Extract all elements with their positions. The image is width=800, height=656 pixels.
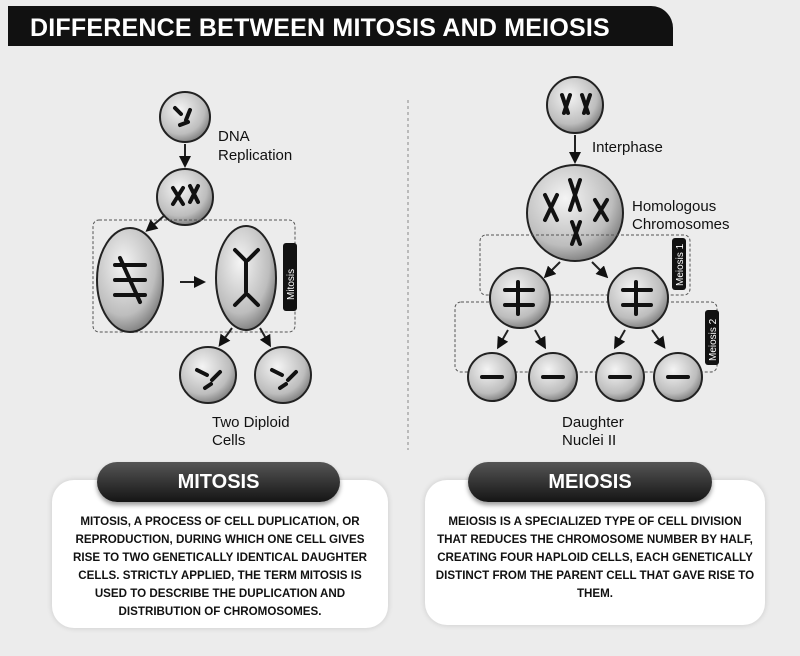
mitosis-description-box: MITOSIS, A PROCESS OF CELL DUPLICATION, … <box>52 480 388 628</box>
parent-cell <box>159 91 211 143</box>
chromosomes <box>113 106 298 390</box>
meiosis-diagram <box>454 76 719 402</box>
arrow <box>534 329 546 350</box>
mitosis-heading: MITOSIS <box>97 462 340 502</box>
interphase-label: Interphase <box>592 139 663 156</box>
result-label-line2: Nuclei II <box>562 432 616 449</box>
mitosis-bracket <box>92 219 296 333</box>
arrow <box>145 214 166 232</box>
replication-label: Replication <box>218 147 292 164</box>
homologous-cell <box>526 164 624 262</box>
meiosis-description: MEIOSIS IS A SPECIALIZED TYPE OF CELL DI… <box>435 515 755 600</box>
meiosis1-tab <box>672 238 686 290</box>
mitosis-tab <box>283 243 297 311</box>
meiosis2-bracket <box>454 301 718 373</box>
arrow <box>651 329 666 349</box>
chromosomes-label: Chromosomes <box>632 216 730 233</box>
page-title: DIFFERENCE BETWEEN MITOSIS AND MEIOSIS <box>30 14 610 42</box>
meiosis2-tab <box>705 310 719 365</box>
result-label-line2: Cells <box>212 432 245 449</box>
arrow <box>218 327 233 347</box>
result-label-line1: Two Diploid <box>212 414 290 431</box>
meiosis1-bracket <box>479 234 691 296</box>
arrow <box>543 261 561 279</box>
meiosis1-label: Meiosis 1 <box>675 243 686 286</box>
meiosis-description-box: MEIOSIS IS A SPECIALIZED TYPE OF CELL DI… <box>425 480 765 625</box>
dna-label: DNA <box>218 128 250 145</box>
arrow <box>497 329 509 350</box>
homologous-label: Homologous <box>632 198 716 215</box>
meiosis2-label: Meiosis 2 <box>708 318 719 361</box>
arrow <box>614 329 626 350</box>
mitosis-diagram <box>92 91 312 404</box>
chromosomes <box>480 93 690 379</box>
meiosis-heading: MEIOSIS <box>468 462 712 502</box>
title-bar: DIFFERENCE BETWEEN MITOSIS AND MEIOSIS <box>8 6 673 46</box>
arrow <box>259 327 271 348</box>
mitosis-description: MITOSIS, A PROCESS OF CELL DUPLICATION, … <box>73 515 367 618</box>
mitosis-stage-label: Mitosis <box>286 269 297 300</box>
arrow <box>591 261 609 279</box>
result-label-line1: Daughter <box>562 414 624 431</box>
replicated-cell <box>156 168 214 226</box>
parent-cell <box>546 76 604 134</box>
